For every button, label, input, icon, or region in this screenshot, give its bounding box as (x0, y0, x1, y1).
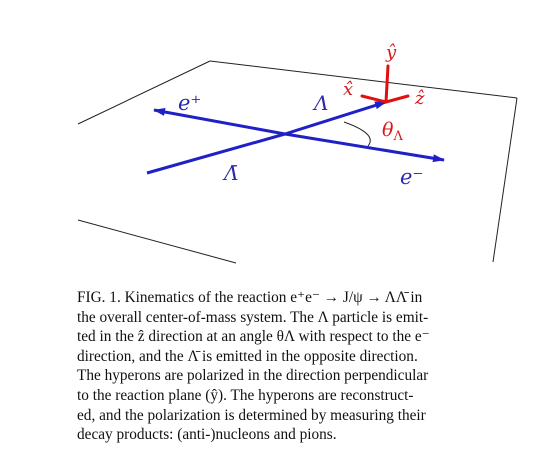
figure-caption: FIG. 1. Kinematics of the reaction e⁺e⁻ … (77, 288, 515, 445)
plane-edge-right (492, 97, 518, 263)
plane-edge-bottom-left (77, 219, 237, 264)
y-axis-line (384, 64, 390, 104)
e-minus-arrow (284, 132, 445, 163)
e-plus-arrow (153, 108, 286, 136)
e-plus-label: e⁺ (178, 91, 202, 115)
theta-symbol: θ (382, 119, 394, 141)
x-hat-label: x̂ (343, 79, 353, 100)
kinematics-figure: e⁺ e⁻ Λ Λ̄ θΛ x̂ ŷ ẑ (77, 42, 518, 264)
lambda-bar-line (146, 132, 286, 175)
plane-edge-top (77, 60, 211, 125)
lambda-bar-label: Λ̄ (222, 161, 238, 185)
theta-angle-arc (343, 121, 371, 147)
kinematics-diagram: e⁺ e⁻ Λ Λ̄ θΛ x̂ ŷ ẑ (77, 42, 518, 264)
caption-line: ted in the ẑ direction at an angle θΛ wi… (77, 328, 430, 346)
plane-edge-top-right (209, 60, 518, 99)
caption-line: to the reaction plane (ŷ). The hyperons … (77, 386, 414, 404)
caption-line: The hyperons are polarized in the direct… (77, 367, 429, 385)
lambda-arrow (284, 100, 387, 136)
caption-line: the overall center-of-mass system. The Λ… (77, 308, 429, 326)
caption-line: FIG. 1. Kinematics of the reaction e⁺e⁻ … (77, 289, 423, 306)
y-hat-label: ŷ (385, 42, 397, 63)
x-axis-line (360, 94, 388, 104)
caption-line: direction, and the Λ̄ is emitted in the … (77, 347, 418, 365)
caption-line: decay products: (anti-)nucleons and pion… (77, 426, 337, 444)
caption-line: ed, and the polarization is determined b… (77, 406, 426, 424)
lambda-label: Λ (312, 91, 328, 115)
reaction-plane (77, 60, 518, 264)
z-hat-label: ẑ (414, 88, 425, 109)
z-axis-line (384, 94, 410, 104)
hyperon-axes (360, 64, 410, 104)
theta-lambda-label: θΛ (382, 119, 403, 144)
e-minus-label: e⁻ (400, 165, 424, 189)
theta-subscript: Λ (392, 129, 403, 144)
